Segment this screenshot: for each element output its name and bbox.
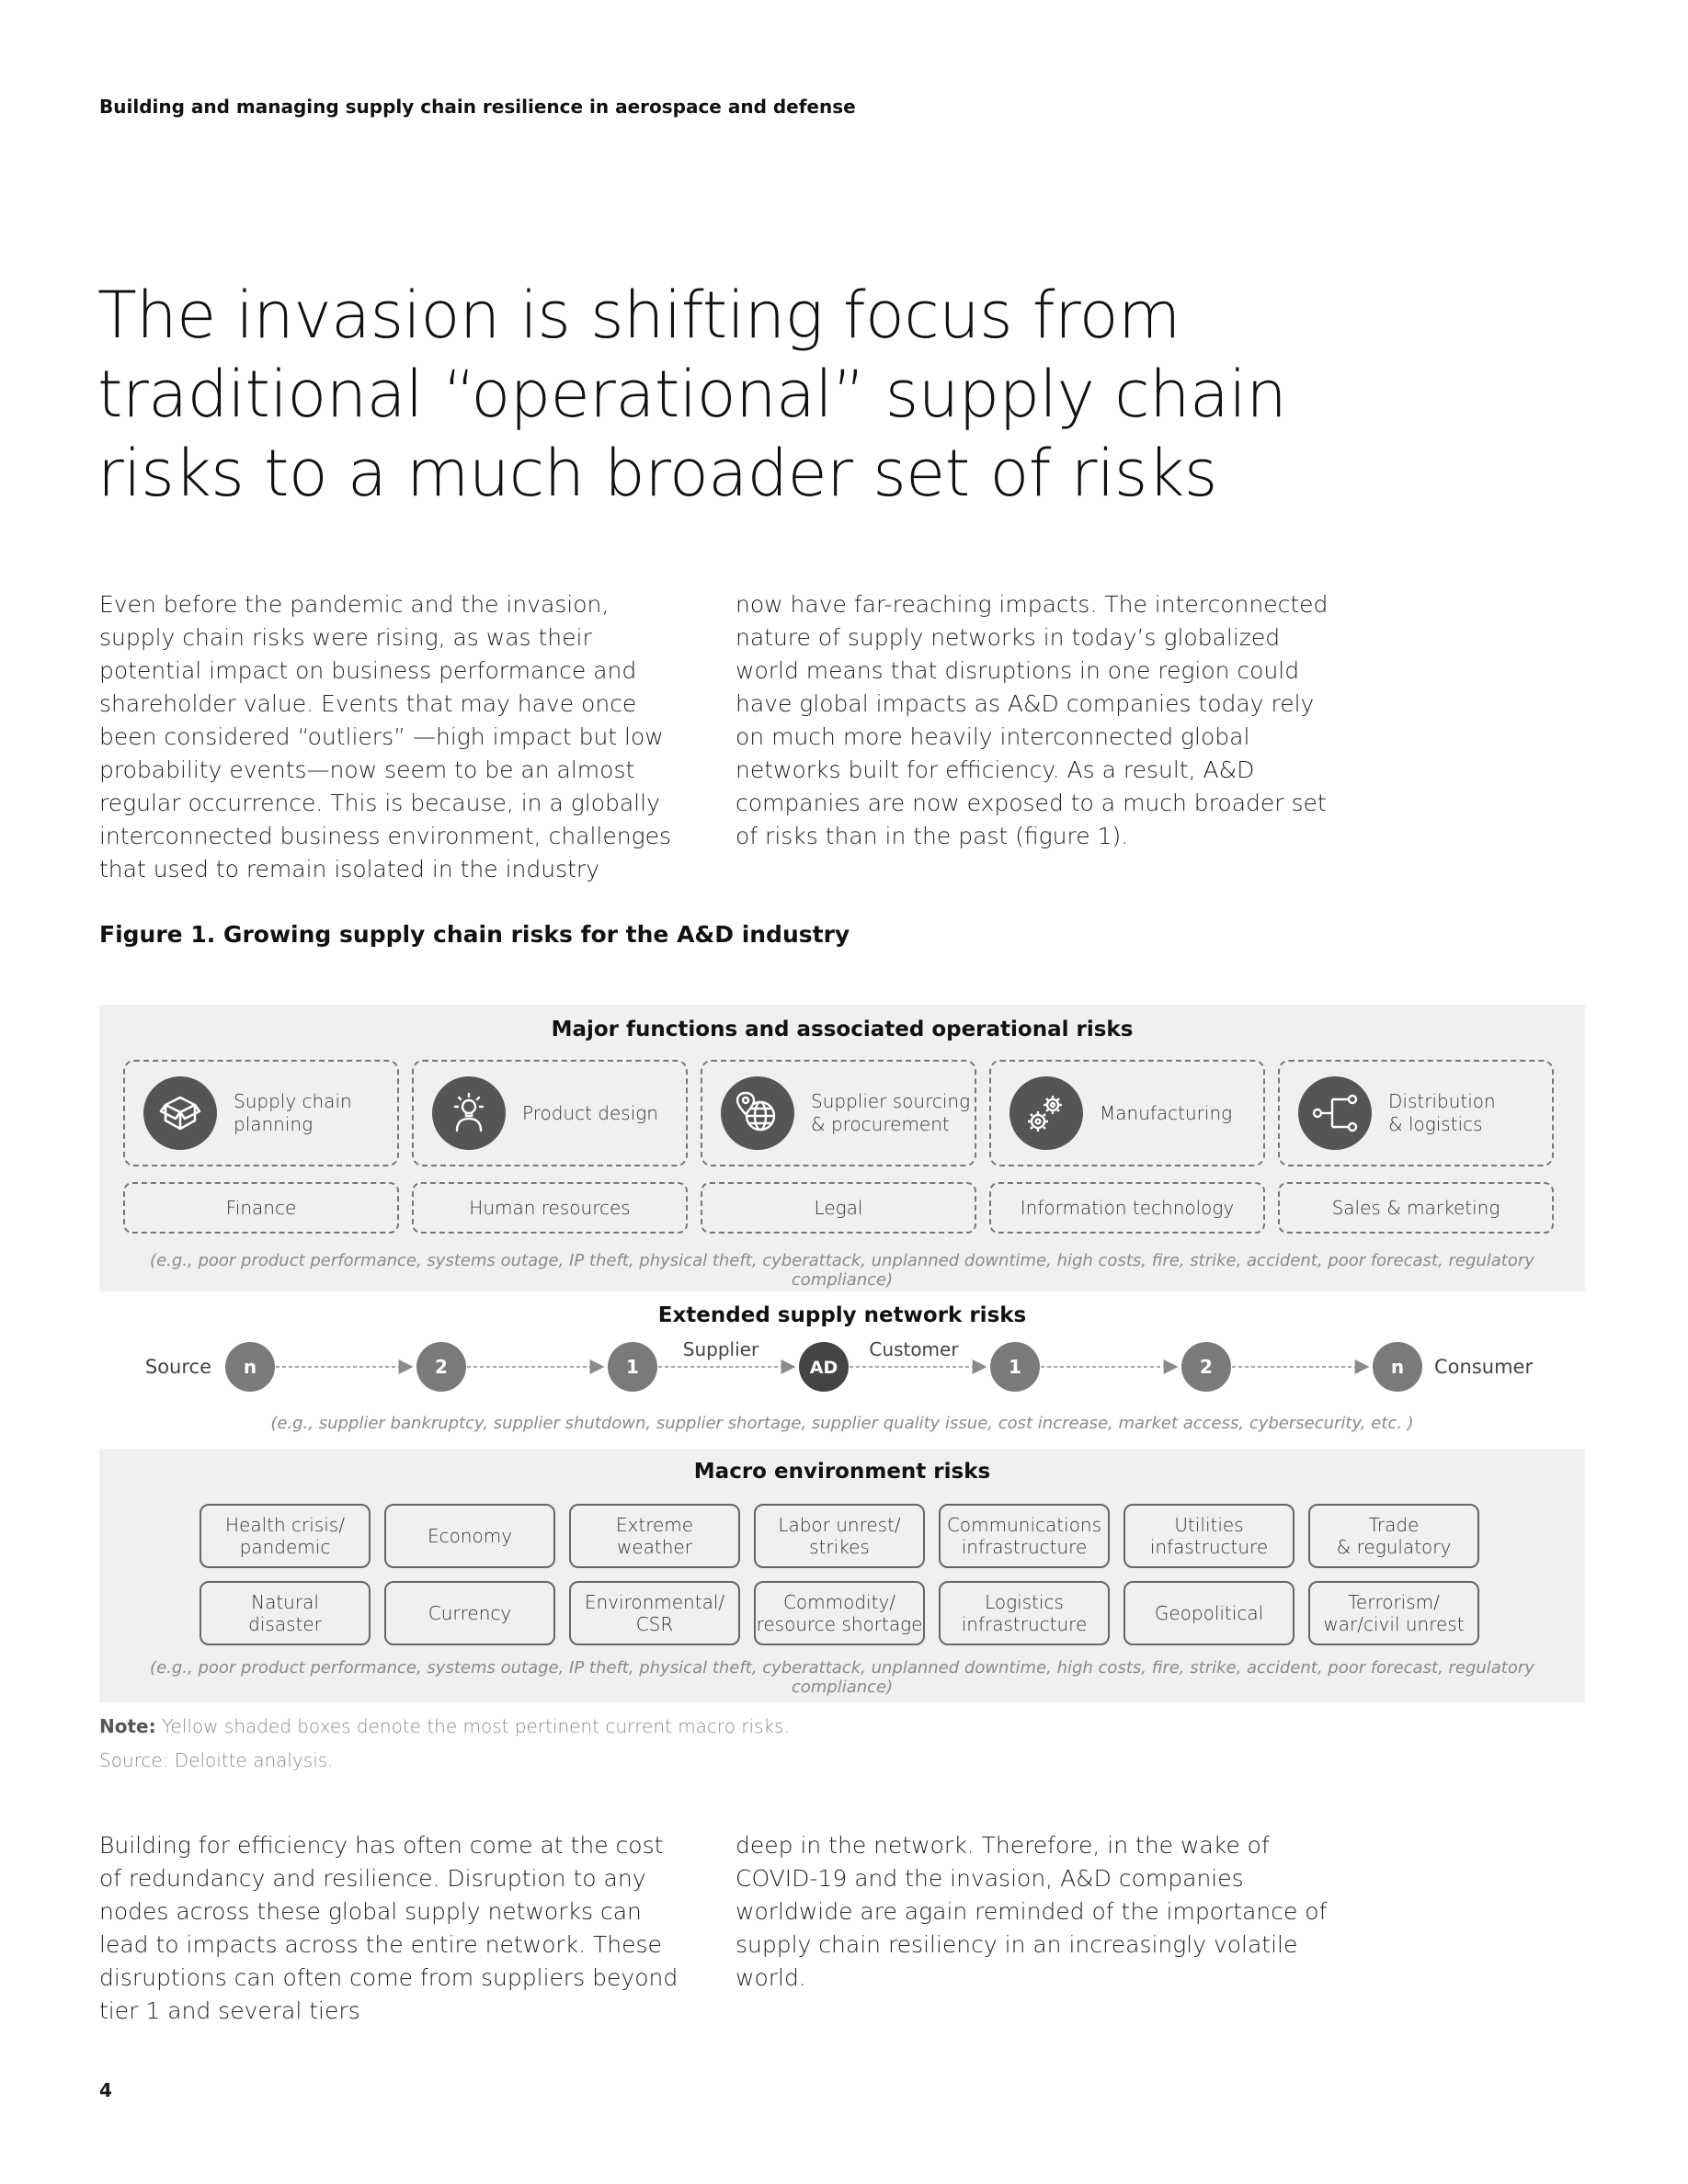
globe-pin-icon [721, 1076, 794, 1150]
macro-risk-box: Geopolitical [1123, 1581, 1295, 1645]
svg-text:1: 1 [1009, 1356, 1021, 1378]
network-node-ad: AD [799, 1342, 849, 1392]
network-node: 2 [1181, 1342, 1231, 1392]
note-label: Note: [99, 1715, 156, 1737]
supplier-label: Supplier [683, 1338, 759, 1360]
function-product-design: Product design [412, 1060, 688, 1166]
support-sales-marketing: Sales & marketing [1278, 1182, 1554, 1234]
figure-title: Figure 1. Growing supply chain risks for… [99, 921, 850, 948]
consumer-label: Consumer [1434, 1356, 1533, 1378]
network-risks-heading: Extended supply network risks [657, 1303, 1027, 1327]
macro-risk-box: Commodity/ resource shortage [754, 1581, 925, 1645]
page-title: The invasion is shifting focus from trad… [97, 278, 1287, 511]
box-icon [143, 1076, 217, 1150]
svg-text:2: 2 [435, 1356, 448, 1378]
svg-text:2: 2 [1200, 1356, 1213, 1378]
operational-risk-examples: (e.g., poor product performance, systems… [150, 1251, 1534, 1290]
macro-risk-box: Economy [384, 1504, 555, 1568]
operational-risks-heading: Major functions and associated operation… [551, 1018, 1134, 1041]
macro-risk-box: Utilities infastructure [1123, 1504, 1295, 1568]
svg-text:n: n [244, 1356, 257, 1378]
macro-risk-box: Communications infrastructure [939, 1504, 1110, 1568]
macro-risk-box: Natural disaster [200, 1581, 371, 1645]
network-node: 1 [990, 1342, 1040, 1392]
intro-column-1: Even before the pandemic and the invasio… [99, 591, 672, 882]
figure-note: Note: Yellow shaded boxes denote the mos… [99, 1715, 790, 1737]
macro-risks-heading: Macro environment risks [693, 1460, 991, 1484]
svg-text:AD: AD [810, 1358, 838, 1378]
lightbulb-person-icon [432, 1076, 506, 1150]
support-information-technology: Information technology [989, 1182, 1265, 1234]
macro-risk-box: Logistics infrastructure [939, 1581, 1110, 1645]
intro-column-2: now have far-reaching impacts. The inter… [736, 591, 1329, 849]
gears-icon [1009, 1076, 1083, 1150]
macro-risk-box: Terrorism/ war/civil unrest [1308, 1581, 1479, 1645]
outro-column-2: deep in the network. Therefore, in the w… [736, 1832, 1328, 1991]
network-icon [1298, 1076, 1372, 1150]
macro-risk-box: Extreme weather [569, 1504, 740, 1568]
figure-source: Source: Deloitte analysis. [99, 1749, 334, 1771]
macro-risk-box: Health crisis/ pandemic [200, 1504, 371, 1568]
function-label: Supply chain planning [234, 1090, 352, 1135]
network-node: 2 [416, 1342, 466, 1392]
customer-label: Customer [869, 1338, 959, 1360]
network-node: n [225, 1342, 275, 1392]
macro-risk-examples: (e.g., poor product performance, systems… [150, 1658, 1534, 1697]
macro-risk-box: Environmental/ CSR [569, 1581, 740, 1645]
support-finance: Finance [123, 1182, 399, 1234]
function-manufacturing: Manufacturing [989, 1060, 1265, 1166]
function-label: Product design [522, 1101, 658, 1124]
note-text: Yellow shaded boxes denote the most pert… [161, 1715, 790, 1737]
network-risk-examples: (e.g., supplier bankruptcy, supplier shu… [270, 1414, 1414, 1433]
outro-column-1: Building for efficiency has often come a… [99, 1832, 679, 2024]
function-supplier-sourcing: Supplier sourcing & procurement [701, 1060, 976, 1166]
svg-text:n: n [1391, 1356, 1404, 1378]
function-label: Distribution & logistics [1388, 1090, 1496, 1135]
operational-risks-panel: Major functions and associated operation… [99, 1005, 1585, 1291]
macro-risk-box: Trade & regulatory [1308, 1504, 1479, 1568]
supply-network-diagram: Source Consumer Supplier Customer n 2 1 … [145, 1338, 1533, 1392]
running-header: Building and managing supply chain resil… [99, 96, 856, 118]
support-human-resources: Human resources [412, 1182, 688, 1234]
source-label: Source [145, 1356, 211, 1378]
function-supply-chain-planning: Supply chain planning [123, 1060, 399, 1166]
macro-risk-box: Labor unrest/ strikes [754, 1504, 925, 1568]
svg-text:1: 1 [626, 1356, 639, 1378]
function-label: Manufacturing [1100, 1101, 1233, 1124]
function-label: Supplier sourcing & procurement [811, 1090, 971, 1135]
page-number: 4 [99, 2079, 112, 2101]
network-node: n [1373, 1342, 1422, 1392]
network-node: 1 [608, 1342, 657, 1392]
macro-risk-box: Currency [384, 1581, 555, 1645]
macro-risks-panel: Macro environment risks Health crisis/ p… [99, 1449, 1585, 1702]
function-distribution-logistics: Distribution & logistics [1278, 1060, 1554, 1166]
support-legal: Legal [701, 1182, 976, 1234]
